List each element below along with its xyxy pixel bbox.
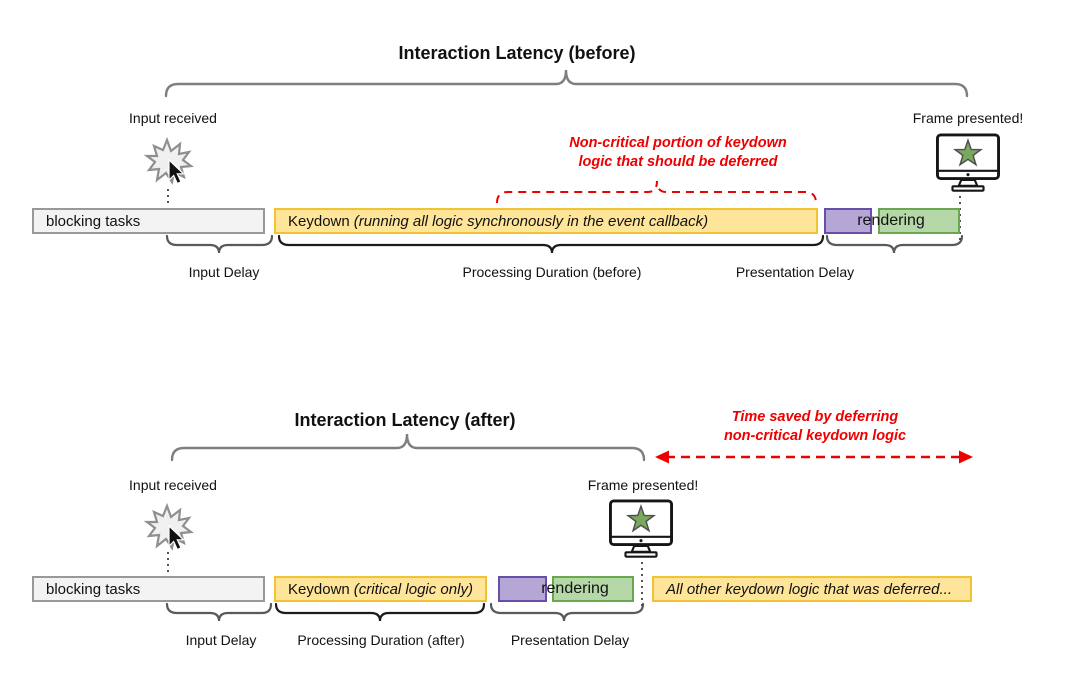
before-blocking-tasks-bar: blocking tasks	[32, 208, 265, 234]
before-deferred-portion-brace	[496, 180, 817, 204]
monitor-dot	[639, 539, 643, 543]
time-saved-arrowhead-right	[959, 450, 973, 464]
before-input-received-label: Input received	[129, 110, 217, 126]
monitor-stand	[630, 544, 652, 553]
monitor-dot	[966, 173, 970, 177]
after-time-saved-annotation: Time saved by deferring non-critical key…	[655, 408, 975, 446]
bar-label: blocking tasks	[46, 580, 141, 598]
after-rendering-label: rendering	[541, 580, 609, 597]
after-input-received-label: Input received	[129, 477, 217, 493]
after-processing-label: Processing Duration (after)	[297, 632, 465, 648]
before-frame-presented-label: Frame presented!	[912, 110, 1024, 126]
before-rendering-label: rendering	[857, 212, 925, 229]
after-input-delay-brace	[165, 602, 273, 622]
before-rendering-bar	[878, 208, 960, 234]
after-rendering-bar	[552, 576, 634, 602]
before-presentation-brace	[825, 234, 964, 254]
after-input-delay-label: Input Delay	[185, 632, 257, 648]
star-icon	[625, 504, 657, 533]
monitor-base	[951, 185, 985, 192]
before-input-delay-label: Input Delay	[188, 264, 260, 280]
before-span-brace	[164, 69, 969, 98]
after-title: Interaction Latency (after)	[294, 410, 516, 430]
after-blocking-tasks-bar: blocking tasks	[32, 576, 265, 602]
after-monitor-icon	[609, 499, 673, 565]
monitor-stand	[957, 178, 979, 187]
cursor-icon	[168, 158, 186, 185]
after-deferred-bar: All other keydown logic that was deferre…	[652, 576, 972, 602]
before-monitor-icon	[936, 133, 1000, 199]
before-input-delay-brace	[165, 234, 274, 254]
before-keydown-bar: Keydown (running all logic synchronously…	[274, 208, 818, 234]
time-saved-arrowhead-left	[655, 450, 669, 464]
before-processing-brace	[277, 234, 825, 254]
annotation-line: logic that should be deferred	[578, 154, 778, 170]
before-title: Interaction Latency (before)	[398, 43, 636, 63]
after-paint-bar	[498, 576, 547, 602]
star-icon	[952, 138, 984, 167]
bar-label-detail: (critical logic only)	[353, 580, 473, 598]
after-keydown-bar: Keydown (critical logic only)	[274, 576, 487, 602]
after-click-burst-icon	[142, 501, 194, 564]
after-presentation-label: Presentation Delay	[510, 632, 630, 648]
annotation-line: non-critical keydown logic	[723, 428, 907, 444]
after-processing-brace	[274, 602, 486, 622]
annotation-line: Non-critical portion of keydown	[569, 135, 787, 151]
bar-label: Keydown	[288, 580, 350, 598]
before-paint-bar	[824, 208, 872, 234]
bar-label: Keydown	[288, 212, 350, 230]
bar-label: All other keydown logic that was deferre…	[666, 580, 952, 598]
bar-label: blocking tasks	[46, 212, 141, 230]
before-processing-label: Processing Duration (before)	[462, 264, 642, 280]
cursor-icon	[168, 524, 186, 551]
monitor-base	[624, 551, 658, 558]
after-frame-presented-label: Frame presented!	[587, 477, 699, 493]
before-click-burst-icon	[142, 135, 194, 198]
before-presentation-label: Presentation Delay	[735, 264, 855, 280]
after-presentation-brace	[489, 602, 645, 622]
annotation-line: Time saved by deferring	[731, 409, 899, 425]
after-span-brace	[170, 433, 646, 462]
bar-label-detail: (running all logic synchronously in the …	[353, 212, 709, 230]
before-deferred-annotation: Non-critical portion of keydown logic th…	[528, 134, 828, 172]
